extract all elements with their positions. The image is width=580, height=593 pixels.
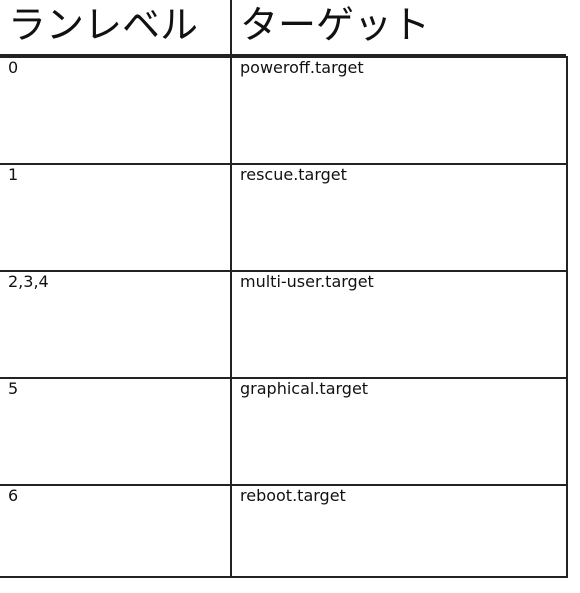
right-border	[566, 56, 568, 578]
table-row-3-target: graphical.target	[240, 379, 369, 398]
table-row-4-runlevel: 6	[8, 486, 19, 505]
runlevel-target-table: ランレベル ターゲット 0 poweroff.target 1 rescue.t…	[0, 0, 568, 578]
table-row-2-runlevel: 2,3,4	[8, 272, 49, 291]
header-runlevel: ランレベル	[0, 0, 230, 56]
table-row-4-target: reboot.target	[240, 486, 346, 505]
header-target: ターゲット	[231, 0, 566, 56]
table-row-0-runlevel: 0	[8, 58, 19, 77]
row-divider	[0, 484, 566, 486]
column-divider	[230, 0, 232, 576]
table-row-1-runlevel: 1	[8, 165, 19, 184]
table-row-0-target: poweroff.target	[240, 58, 364, 77]
table-row-3-runlevel: 5	[8, 379, 19, 398]
row-divider	[0, 56, 566, 58]
table-row-2-target: multi-user.target	[240, 272, 374, 291]
row-divider	[0, 377, 566, 379]
table-row-1-target: rescue.target	[240, 165, 347, 184]
row-divider	[0, 163, 566, 165]
row-divider	[0, 270, 566, 272]
bottom-border	[0, 576, 568, 578]
